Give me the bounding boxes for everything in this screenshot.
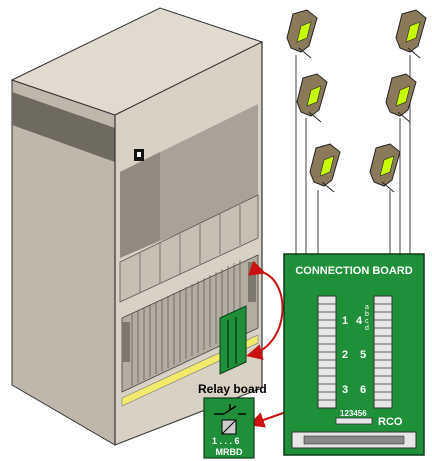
slot-number: 3: [342, 384, 348, 396]
connection-board-title: CONNECTION BOARD: [295, 265, 412, 277]
pin-letter: a: [365, 304, 369, 311]
pin-letter: d: [365, 325, 369, 332]
slot-number: 4: [356, 315, 363, 327]
slot-number: 1: [342, 315, 348, 327]
relay-board-name: MRBD: [216, 447, 243, 457]
handset-icon: [309, 143, 341, 193]
relay-range: 1 . . . 6: [212, 436, 240, 446]
red-curved-arrow: [246, 260, 284, 360]
relay-board-detail: Relay board 1 . . . 6 MRBD: [198, 382, 267, 459]
equipment-cabinet: [10, 7, 264, 446]
rco-connector: [335, 417, 373, 425]
slot-number: 5: [360, 349, 366, 361]
handset-icon: [296, 73, 328, 123]
relay-board-caption: Relay board: [198, 382, 267, 396]
handset-icon: [286, 9, 318, 59]
handsets: [286, 9, 427, 392]
handset-icon: [369, 143, 401, 193]
pin-letter: c: [365, 318, 369, 325]
handset-icon: [395, 9, 427, 59]
switch-symbol-icon: [214, 404, 246, 415]
red-link-arrow: [248, 411, 287, 428]
relay-board-in-cabinet: [219, 305, 247, 375]
slot-number: 6: [360, 384, 366, 396]
pin-letter: b: [365, 311, 369, 318]
rco-label: RCO: [378, 416, 403, 428]
slot-number: 2: [342, 349, 348, 361]
rco-digits: 123456: [340, 409, 367, 418]
connection-board: CONNECTION BOARD 1 2 3 4 5 6 a: [283, 253, 425, 456]
card-slots-upper: [119, 194, 259, 303]
handset-icon: [385, 73, 417, 123]
